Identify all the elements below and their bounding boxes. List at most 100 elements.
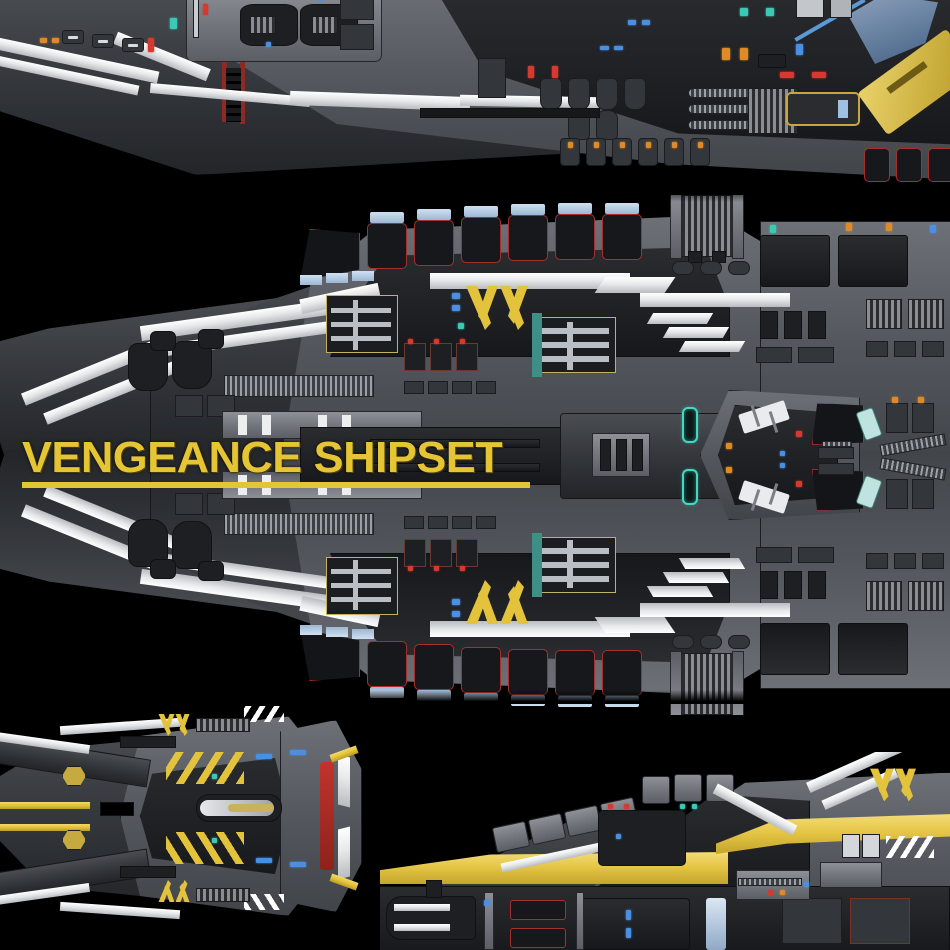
ship-bottom-right-cropped (380, 752, 950, 950)
hull-hatch (404, 343, 426, 371)
hull-panel (782, 898, 842, 944)
hull-cell (404, 381, 424, 394)
hazard-stripes-white (244, 894, 284, 910)
engine-assembly (0, 195, 950, 715)
greeble-block (540, 78, 562, 110)
wing-stripe-yellow (0, 824, 90, 831)
nozzle (632, 439, 643, 471)
hull-box (830, 0, 852, 18)
dorsal-stripe (640, 293, 790, 307)
aft-white-accent (338, 826, 350, 880)
hatch-lip (558, 203, 592, 214)
cockpit-core (228, 804, 274, 812)
bridge-vent (250, 16, 276, 34)
hazard-stripes (166, 832, 244, 864)
nozzle (616, 439, 627, 471)
rail-pillar (262, 415, 271, 435)
hull-panel (820, 862, 882, 888)
greeble-slot (784, 311, 802, 339)
hull-box (478, 58, 506, 98)
wing-stripe-yellow (0, 802, 90, 809)
aft-pad (866, 341, 888, 357)
aft-fin (879, 457, 947, 481)
ship-main-capital (0, 195, 950, 715)
thruster-hatch (510, 900, 566, 920)
hull-panel (850, 898, 910, 944)
hull-cell (428, 381, 448, 394)
nose-well (172, 341, 212, 389)
hatch-lip (326, 273, 348, 283)
radiator-foot (688, 251, 702, 263)
greeble-slot (760, 311, 778, 339)
cargo-grid (326, 295, 398, 353)
nose-well (150, 331, 176, 351)
intake (196, 718, 250, 732)
aft-vent (866, 299, 902, 329)
hull-cell (842, 834, 860, 858)
poster-title: VENGEANCE SHIPSET (22, 436, 530, 488)
greeble-cap (700, 261, 722, 275)
spine-rib (370, 463, 540, 472)
ordnance-hatch (367, 223, 407, 269)
hull-cell (862, 834, 880, 858)
rail-pillar (342, 415, 351, 435)
aft-block (760, 235, 830, 287)
ship-lower-half (0, 450, 950, 715)
greeble-slot (808, 311, 826, 339)
hatch-lip (370, 212, 404, 223)
greeble-block (596, 78, 618, 110)
hull-hex (62, 830, 86, 850)
aft-white-accent (338, 754, 350, 808)
wing-stripe (59, 901, 181, 920)
landing-lamp (664, 138, 684, 166)
aft-fin (879, 433, 947, 457)
port-bar (394, 904, 450, 911)
aft-block (838, 235, 908, 287)
dorsal-pod (642, 776, 670, 804)
bridge-sub-panel (340, 24, 374, 50)
nose-gap (100, 802, 134, 816)
hatch-lip (352, 271, 374, 281)
hull-slot (120, 736, 176, 748)
hull-cell (452, 381, 472, 394)
hazard-stripes-white (886, 836, 934, 858)
aft-greeble (912, 479, 934, 509)
sensor-pod (175, 395, 203, 417)
greeble-block (568, 78, 590, 110)
hull-port (386, 896, 476, 940)
hatch-lip (605, 203, 639, 214)
va-chevron-logo (158, 880, 190, 902)
thruster-hatch (928, 148, 950, 182)
landing-lamp (586, 138, 606, 166)
recessed-bay (598, 810, 686, 866)
hull-nub (426, 880, 442, 898)
nozzle (600, 439, 611, 471)
hull-rib (576, 892, 584, 950)
vent-bar (738, 878, 802, 886)
dorsal-pod (674, 774, 702, 802)
va-chevron-logo (466, 580, 528, 624)
greeble-block (624, 78, 646, 110)
ordnance-hatch (555, 214, 595, 260)
hatch-lip (417, 209, 451, 220)
bridge-sub-panel (193, 0, 199, 38)
ship-top-cropped (0, 0, 950, 210)
hazard-stripes-white (244, 706, 284, 722)
grid-frame-teal (532, 313, 542, 377)
ordnance-hatch (414, 220, 454, 266)
edge-fade-left (0, 690, 950, 704)
hull-slot (120, 866, 176, 878)
sensor-strip (224, 375, 374, 397)
module-light (838, 100, 848, 118)
radiator-frame (670, 195, 682, 259)
va-chevron-logo (466, 286, 528, 330)
ordnance-hatch (461, 217, 501, 263)
landing-lamp (690, 138, 710, 166)
cargo-grid (536, 317, 616, 373)
hull-hex (62, 766, 86, 786)
port-bar (394, 924, 450, 931)
aft-red-accent (320, 762, 334, 870)
hatch-lip (511, 204, 545, 215)
hatch (758, 54, 786, 68)
landing-lamp (612, 138, 632, 166)
